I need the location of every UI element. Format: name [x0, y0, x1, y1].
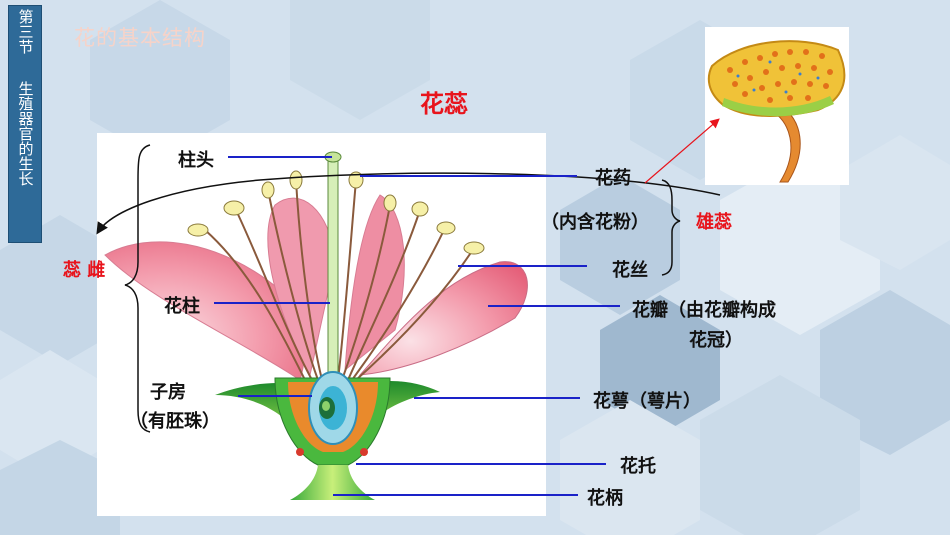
label-ovary: 子房: [150, 382, 186, 403]
label-sepal: 花萼（萼片）: [593, 391, 701, 412]
label-receptacle: 花托: [620, 456, 656, 477]
label-stamen: 雄蕊: [696, 212, 732, 233]
pistil-bracket: [124, 144, 151, 433]
label-filament: 花丝: [612, 260, 648, 281]
label-pedicel: 花柄: [587, 488, 623, 509]
leader-lines: [214, 156, 620, 496]
label-stigma: 柱头: [178, 150, 214, 171]
chapter-label: 第三节: [16, 9, 35, 54]
petal-right: [358, 261, 528, 376]
chapter-side-tab: 第三节 生殖器官的生长: [8, 5, 42, 243]
label-petal-line2: 花冠）: [689, 330, 743, 351]
style-shape: [327, 157, 339, 379]
label-anther: 花药: [595, 168, 631, 189]
petal-back-left: [267, 197, 336, 377]
label-ovary-note: （有胚珠）: [130, 411, 220, 432]
pedicel-shape: [290, 465, 375, 500]
label-pistil: 蕊 雌: [63, 260, 106, 281]
red-arrow: [644, 118, 720, 184]
label-anther-note: （内含花粉）: [541, 212, 649, 233]
stamen-bracket: [661, 179, 681, 276]
anther-closeup-illustration: [707, 40, 846, 183]
topic-label: 生殖器官的生长: [16, 81, 35, 186]
label-style: 花柱: [164, 296, 200, 317]
slide-title: 花的基本结构: [74, 26, 206, 50]
label-petal: 花瓣（由花瓣构成: [632, 300, 776, 321]
main-title: 花蕊: [420, 90, 468, 118]
curved-arrow: [96, 172, 721, 235]
